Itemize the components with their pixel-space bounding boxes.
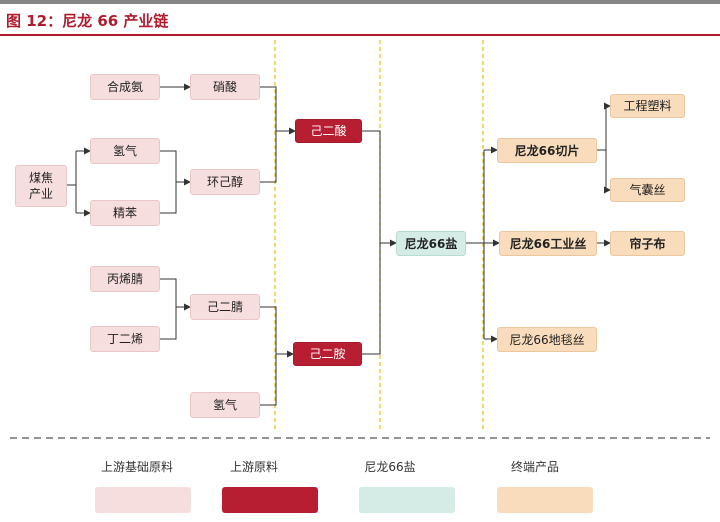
top-clipped-strip [0,0,720,4]
node-airbag-yarn: 气囊丝 [610,178,685,202]
node-nylon66-salt: 尼龙66盐 [396,231,466,256]
legend-label-salt: 尼龙66盐 [364,460,416,474]
connector [260,306,293,406]
node-cyclohexanol: 环己醇 [190,169,260,195]
legend-swatch-salt [359,487,455,513]
connector [260,86,295,183]
node-acrylonitrile: 丙烯腈 [90,266,160,292]
figure-title: 图 12：尼龙 66 产业链 [6,12,169,30]
connector [466,149,497,339]
node-nitric-acid: 硝酸 [190,74,260,100]
node-hydrogen: 氢气 [90,138,160,164]
legend-swatch-basic-upstream [95,487,191,513]
node-benzene: 精苯 [90,200,160,226]
node-adiponitrile: 己二腈 [190,294,260,320]
node-butadiene: 丁二烯 [90,326,160,352]
title-rule [0,34,720,36]
node-hexamethylenediamine: 己二胺 [293,342,362,366]
node-nylon66-carpet-yarn: 尼龙66地毯丝 [497,327,597,352]
connector [160,150,190,214]
node-engineering-plastics: 工程塑料 [610,94,685,118]
legend-label-upstream: 上游原料 [229,460,278,474]
connector [597,105,610,190]
connector [67,150,90,213]
connector [160,278,190,340]
node-cord-fabric: 帘子布 [610,231,685,256]
legend-label-basic-upstream: 上游基础原料 [100,460,173,474]
legend-label-terminal: 终端产品 [510,460,559,474]
node-nylon66-chips: 尼龙66切片 [497,138,597,163]
node-adipic-acid: 己二酸 [295,119,362,143]
node-hydrogen-2: 氢气 [190,392,260,418]
connector [362,130,396,355]
node-syngas: 合成氨 [90,74,160,100]
node-coal-industry: 煤焦 产业 [15,165,67,207]
node-nylon66-industrial-yarn: 尼龙66工业丝 [499,231,597,256]
legend-swatch-upstream [222,487,318,513]
legend-swatch-terminal [497,487,593,513]
